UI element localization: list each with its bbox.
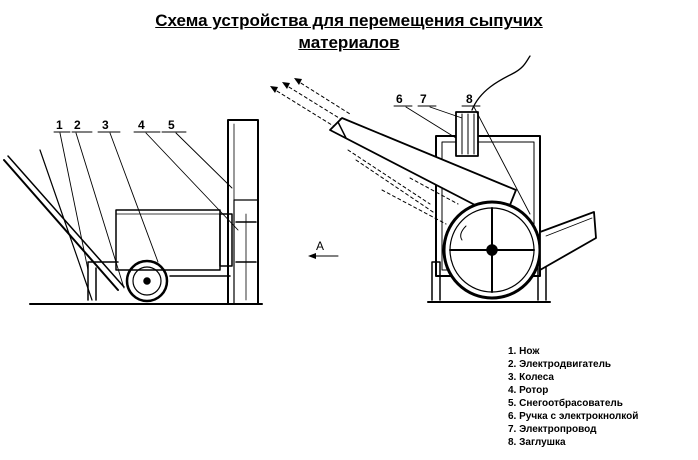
handle-edge [7,155,125,288]
callout-6: 6 [396,92,403,106]
electric-motor [115,209,221,271]
rotor-housing [233,199,259,305]
legend-item: 3. Колеса [508,372,554,383]
callout-6-leader [405,106,457,139]
diagram-title: Схема устройства для перемещения сыпучих… [0,10,698,54]
callout-3: 3 [102,118,109,132]
side-view [3,119,263,305]
rotor-axle [486,244,498,256]
knife-plate-line [545,217,593,237]
callout-4-leader [145,132,239,231]
chute-arrow-2 [355,159,437,215]
callout-5-leader [175,132,233,189]
view-label: А [316,239,324,253]
rotation-arrow [460,225,467,241]
throw-arrow-heads [270,78,302,93]
title-line-1: Схема устройства для перемещения сыпучих [155,11,543,30]
wheel [125,259,169,303]
knife [39,149,93,301]
legend-item: 5. Снегоотбрасователь [508,398,623,409]
knife-plate [539,211,597,271]
throw-arrow-1-head [270,86,278,93]
throw-arrow-2-head [282,82,290,89]
power-cord [471,55,531,111]
handle [3,159,119,291]
chute-end [337,121,347,139]
legend-item: 1. Нож [508,346,540,357]
callout-7: 7 [420,92,427,106]
callout-leaders-left [53,131,239,289]
callout-8: 8 [466,92,473,106]
wheel-hub [143,277,151,285]
legend-item: 7. Электропровод [508,424,597,435]
throw-direction-arrows [271,79,459,225]
callout-7-leader [429,106,463,119]
callout-3-leader [109,132,159,263]
handle-with-button [455,111,479,157]
throw-arrow-3-head [294,78,302,85]
callout-2-leader [75,132,125,289]
legend-item: 6. Ручка с электрокнолкой [508,411,639,422]
legend-item: 8. Заглушка [508,437,566,448]
callout-numbers: 1 2 3 4 5 6 7 8 А [56,92,473,253]
callout-1: 1 [56,118,63,132]
parts-legend: 1. Нож 2. Электродвигатель 3. Колеса 4. … [508,345,696,449]
chute-arrow-1 [347,149,431,205]
snow-thrower-housing [227,119,259,305]
throw-arrow-3 [295,79,351,115]
view-arrow [308,253,339,259]
title-line-2: материалов [298,33,400,52]
motor-flange [219,213,233,267]
wheel-rim [132,266,162,296]
callout-1-leader [59,132,89,271]
view-arrow-head [308,253,316,259]
callout-8-leader [473,106,531,215]
legend-item: 4. Ротор [508,385,549,396]
callout-4: 4 [138,118,145,132]
front-view [329,55,597,303]
callout-5: 5 [168,118,175,132]
throw-arrow-1 [271,87,341,131]
chute-arrow-3 [409,177,459,205]
frame-left [87,261,119,301]
legend-item: 2. Электродвигатель [508,359,612,370]
callout-2: 2 [74,118,81,132]
callout-leaders-right [393,105,531,215]
